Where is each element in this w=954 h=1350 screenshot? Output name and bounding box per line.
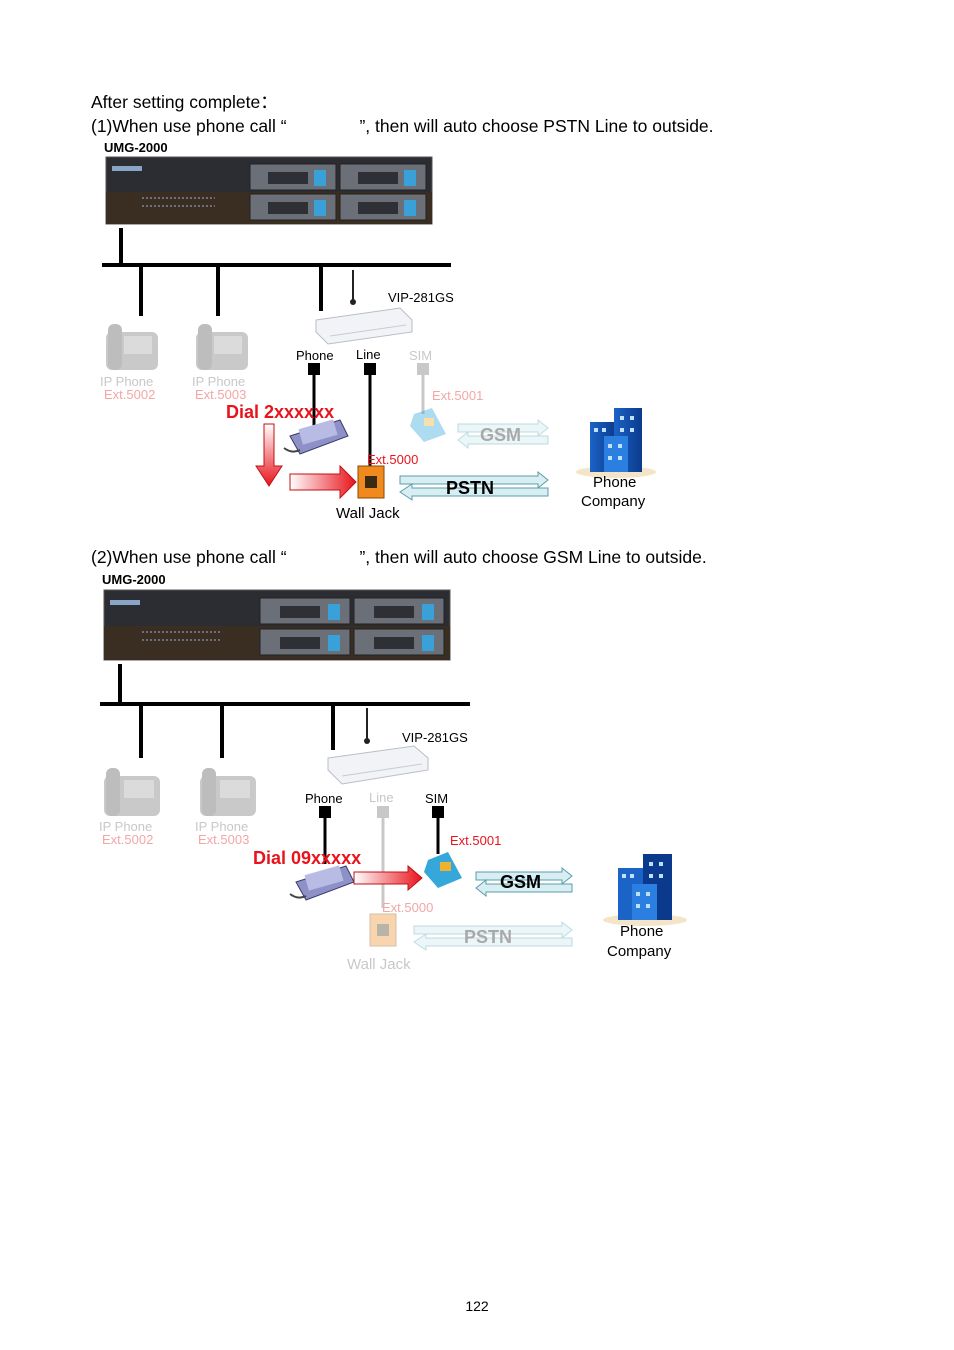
gsm-label: GSM bbox=[480, 425, 521, 445]
phone-company-label-2: Company bbox=[581, 493, 646, 510]
case1-text: (1)When use phone call “ ”, then will au… bbox=[91, 116, 714, 136]
phone-company-label-1: Phone bbox=[620, 923, 663, 940]
vip-device bbox=[315, 270, 413, 345]
dial-label: Dial 2xxxxxx bbox=[226, 402, 334, 422]
ip-phone-1-label: IP Phone bbox=[100, 374, 153, 389]
pstn-arrow bbox=[399, 470, 549, 501]
phone-company-building-icon bbox=[603, 854, 687, 926]
pstn-arrow bbox=[413, 920, 573, 951]
ip-phone-1-icon bbox=[104, 768, 160, 816]
sim-card-icon bbox=[410, 408, 446, 442]
ip-phone-2-icon bbox=[196, 324, 248, 370]
ip-phone-1-label: IP Phone bbox=[99, 819, 152, 834]
wall-jack-icon bbox=[369, 913, 397, 947]
umg-label: UMG-2000 bbox=[102, 572, 166, 587]
line-ext-label: Ext.5000 bbox=[367, 452, 418, 467]
port-sim-label: SIM bbox=[425, 791, 448, 806]
ip-phone-2-icon bbox=[200, 768, 256, 816]
case2-text: (2)When use phone call “ ”, then will au… bbox=[91, 547, 707, 567]
dial-label: Dial 09xxxxx bbox=[253, 848, 361, 868]
gsm-label: GSM bbox=[500, 872, 541, 892]
phone-company-label-1: Phone bbox=[593, 474, 636, 491]
dial-down-arrow bbox=[255, 423, 283, 487]
wall-jack-label: Wall Jack bbox=[347, 956, 411, 973]
ip-phone-2-ext: Ext.5003 bbox=[198, 832, 249, 847]
ip-phone-2-label: IP Phone bbox=[195, 819, 248, 834]
sim-ext-label: Ext.5001 bbox=[450, 833, 501, 848]
vip-label: VIP-281GS bbox=[402, 730, 468, 745]
pstn-label: PSTN bbox=[446, 478, 494, 498]
sim-ext-label: Ext.5001 bbox=[432, 388, 483, 403]
page-number: 122 bbox=[465, 1298, 489, 1314]
analog-phone-icon bbox=[283, 419, 349, 455]
port-line-label: Line bbox=[369, 790, 394, 805]
port-sim-label: SIM bbox=[409, 348, 432, 363]
ip-phone-1-ext: Ext.5002 bbox=[102, 832, 153, 847]
vip-label: VIP-281GS bbox=[388, 290, 454, 305]
phone-company-building-icon bbox=[576, 408, 656, 478]
ip-phone-1-ext: Ext.5002 bbox=[104, 387, 155, 402]
umg-device bbox=[103, 589, 451, 661]
sim-card-icon bbox=[424, 852, 462, 888]
analog-phone-icon bbox=[289, 865, 355, 901]
wall-jack-label: Wall Jack bbox=[336, 505, 400, 522]
ip-phone-1-icon bbox=[106, 324, 158, 370]
pstn-label: PSTN bbox=[464, 927, 512, 947]
port-phone-label: Phone bbox=[305, 791, 343, 806]
umg-label: UMG-2000 bbox=[104, 140, 168, 155]
dial-right-arrow bbox=[353, 864, 423, 892]
ip-phone-2-label: IP Phone bbox=[192, 374, 245, 389]
port-line-label: Line bbox=[356, 347, 381, 362]
diagram-gsm: UMG-2000 VIP-281GS IP Phone Ext.5002 bbox=[99, 572, 687, 973]
port-phone-label: Phone bbox=[296, 348, 334, 363]
gsm-arrow bbox=[457, 418, 549, 450]
umg-device bbox=[105, 156, 433, 225]
phone-company-label-2: Company bbox=[607, 943, 672, 960]
wall-jack-icon bbox=[357, 465, 385, 499]
ip-phone-2-ext: Ext.5003 bbox=[195, 387, 246, 402]
gsm-arrow bbox=[475, 866, 573, 898]
vip-device bbox=[327, 708, 429, 785]
dial-right-arrow bbox=[289, 464, 357, 500]
intro-text: After setting complete： bbox=[91, 92, 278, 112]
line-ext-label: Ext.5000 bbox=[382, 900, 433, 915]
diagram-pstn: UMG-2000 VIP-281GS IP Phone bbox=[100, 140, 656, 522]
